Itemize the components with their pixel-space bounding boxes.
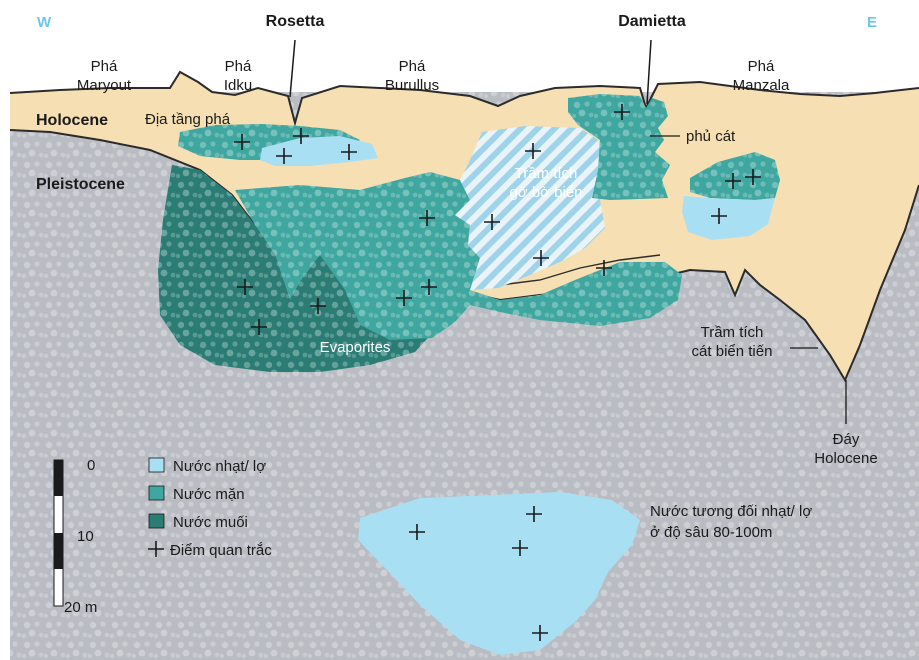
transgressive-sand-label-1: Trầm tích (701, 324, 764, 341)
holocene-base-label-2: Holocene (814, 450, 877, 467)
sand-cover-label: phủ cát (686, 128, 736, 145)
deep-fresh-label-1: Nước tương đối nhạt/ lợ (650, 503, 812, 520)
lagoon-idku-label-1: Phá (225, 58, 252, 75)
damietta-label: Damietta (618, 13, 686, 30)
lagoon-strata-label: Địa tầng phá (145, 111, 231, 128)
west-label: W (37, 14, 52, 31)
legend-label-brine: Nước muối (173, 514, 248, 531)
legend-swatch-fresh (149, 458, 164, 472)
pleistocene-label: Pleistocene (36, 176, 125, 193)
beach-ridge-label-1: Trầm tích (515, 165, 578, 182)
rosetta-label: Rosetta (266, 13, 325, 30)
scale-label-0: 0 (87, 457, 95, 474)
legend-swatch-saline (149, 486, 164, 500)
deep-fresh-label-2: ở độ sâu 80-100m (650, 524, 772, 541)
east-label: E (867, 14, 877, 31)
lagoon-manzala-label-2: Manzala (733, 77, 790, 94)
holocene-label: Holocene (36, 112, 108, 129)
holocene-base-label-1: Đáy (833, 431, 860, 448)
lagoon-burullus-label-2: Burullus (385, 77, 439, 94)
lagoon-maryout-label-1: Phá (91, 58, 118, 75)
lagoon-burullus-label-1: Phá (399, 58, 426, 75)
transgressive-sand-label-2: cát biển tiến (692, 343, 773, 360)
legend-label-saline: Nước mặn (173, 486, 245, 503)
evaporites-label: Evaporites (320, 339, 391, 356)
scale-label-10: 10 (77, 528, 94, 545)
beach-ridge-label-2: gờ bờ biển (509, 184, 582, 201)
lagoon-maryout-label-2: Maryout (77, 77, 132, 94)
rosetta-line (290, 40, 295, 97)
legend-label-fresh: Nước nhạt/ lợ (173, 458, 266, 475)
legend-label-station: Điểm quan trắc (170, 542, 272, 559)
lagoon-manzala-label-1: Phá (748, 58, 775, 75)
scale-label-20: 20 m (64, 599, 97, 616)
legend-swatch-brine (149, 514, 164, 528)
lagoon-idku-label-2: Idku (224, 77, 252, 94)
